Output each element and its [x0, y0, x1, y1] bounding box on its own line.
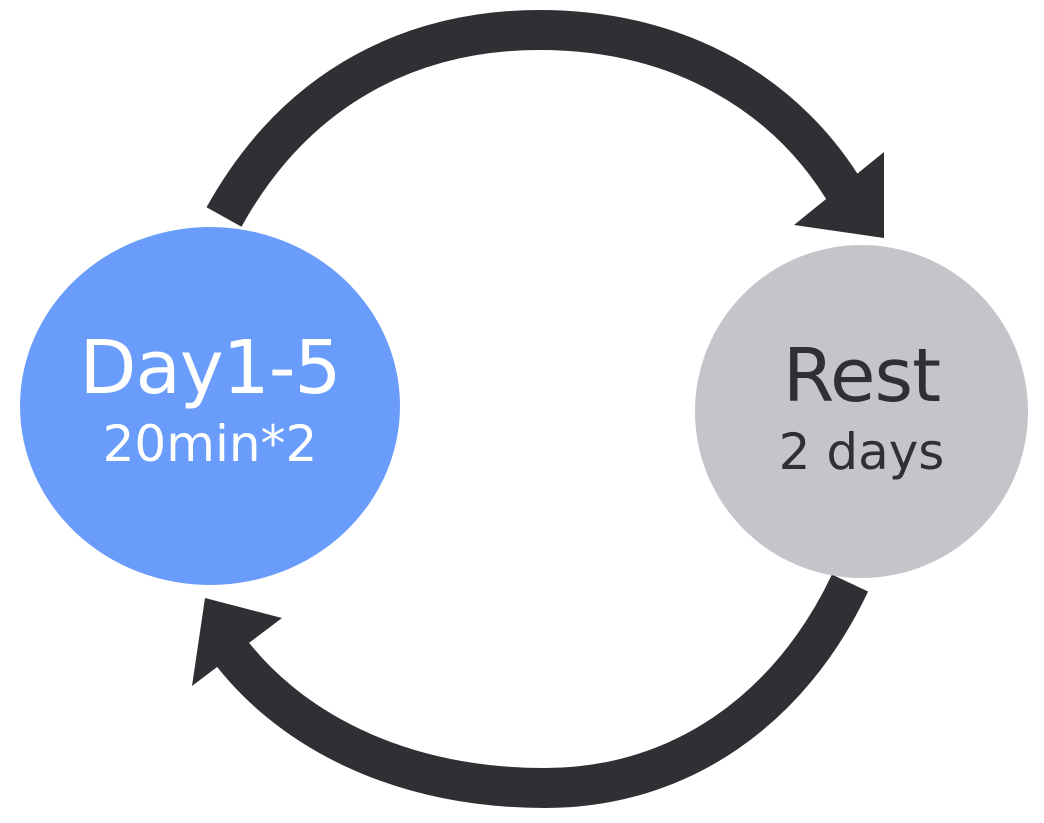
work-days-node: Day1-5 20min*2 [20, 227, 400, 585]
arrow-work-to-rest-head [794, 152, 884, 238]
arrow-rest-to-work [192, 574, 869, 809]
arrow-rest-to-work-arc [205, 574, 869, 809]
arrow-work-to-rest [206, 9, 884, 238]
rest-days-title: Rest [782, 332, 941, 419]
work-days-subtitle: 20min*2 [102, 415, 318, 473]
arrow-rest-to-work-head [192, 598, 282, 686]
work-days-title: Day1-5 [79, 325, 342, 411]
rest-days-node: Rest 2 days [695, 245, 1028, 578]
rest-days-subtitle: 2 days [778, 422, 945, 481]
arrow-work-to-rest-arc [206, 9, 868, 227]
